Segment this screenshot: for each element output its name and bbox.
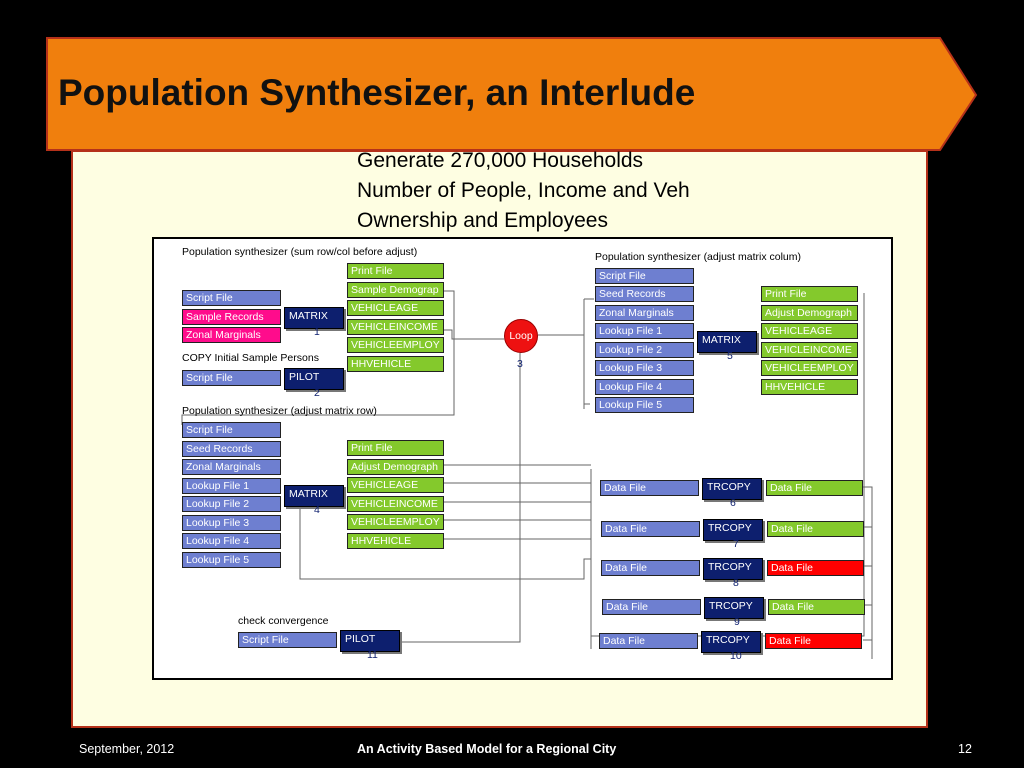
group5-output-hhvehicle[interactable]: HHVEHICLE bbox=[761, 379, 858, 395]
group5-input-lookup-file-1[interactable]: Lookup File 1 bbox=[595, 323, 694, 339]
group5-input-lookup-file-3[interactable]: Lookup File 3 bbox=[595, 360, 694, 376]
group1-output-vehicleage[interactable]: VEHICLEAGE bbox=[347, 300, 444, 316]
group4-input-lookup-file-2[interactable]: Lookup File 2 bbox=[182, 496, 281, 512]
group4-output-hhvehicle[interactable]: HHVEHICLE bbox=[347, 533, 444, 549]
trcopy-module-10-number: 10 bbox=[730, 650, 742, 662]
trcopy-8-input-data-file[interactable]: Data File bbox=[601, 560, 700, 576]
group4-input-lookup-file-3[interactable]: Lookup File 3 bbox=[182, 515, 281, 531]
group5-output-vehicleage[interactable]: VEHICLEAGE bbox=[761, 323, 858, 339]
group5-input-zonal-marginals[interactable]: Zonal Marginals bbox=[595, 305, 694, 321]
group4-input-zonal-marginals[interactable]: Zonal Marginals bbox=[182, 459, 281, 475]
trcopy-6-input-data-file[interactable]: Data File bbox=[600, 480, 699, 496]
footer-page-number: 12 bbox=[958, 742, 972, 756]
group4-output-vehicleincome[interactable]: VEHICLEINCOME bbox=[347, 496, 444, 512]
matrix-module-1-number: 1 bbox=[314, 326, 320, 338]
group5-output-vehicleincome[interactable]: VEHICLEINCOME bbox=[761, 342, 858, 358]
trcopy-module-9[interactable]: TRCOPY bbox=[704, 597, 764, 619]
group4-input-seed-records[interactable]: Seed Records bbox=[182, 441, 281, 457]
pilot-module-2[interactable]: PILOT bbox=[284, 368, 344, 390]
trcopy-7-input-data-file[interactable]: Data File bbox=[601, 521, 700, 537]
trcopy-10-output-data-file[interactable]: Data File bbox=[765, 633, 862, 649]
group1-output-print-file[interactable]: Print File bbox=[347, 263, 444, 279]
group1-input-zonal-marginals[interactable]: Zonal Marginals bbox=[182, 327, 281, 343]
trcopy-9-input-data-file[interactable]: Data File bbox=[602, 599, 701, 615]
group4-output-vehicleage[interactable]: VEHICLEAGE bbox=[347, 477, 444, 493]
group4-input-lookup-file-1[interactable]: Lookup File 1 bbox=[182, 478, 281, 494]
group5-output-print-file[interactable]: Print File bbox=[761, 286, 858, 302]
connector-lines bbox=[181, 290, 873, 659]
group5-heading: Population synthesizer (adjust matrix co… bbox=[595, 251, 802, 263]
trcopy-module-8[interactable]: TRCOPY bbox=[703, 558, 763, 580]
workflow-diagram: Population synthesizer (sum row/col befo… bbox=[152, 237, 893, 680]
group11-heading: check convergence bbox=[238, 615, 329, 627]
matrix-module-1[interactable]: MATRIX bbox=[284, 307, 344, 329]
trcopy-module-6[interactable]: TRCOPY bbox=[702, 478, 762, 500]
group1-input-script-file[interactable]: Script File bbox=[182, 290, 281, 306]
group5-input-lookup-file-2[interactable]: Lookup File 2 bbox=[595, 342, 694, 358]
group1-output-sample-demograp[interactable]: Sample Demograp bbox=[347, 282, 444, 298]
matrix-module-5[interactable]: MATRIX bbox=[697, 331, 757, 353]
group4-output-adjust-demograph[interactable]: Adjust Demograph bbox=[347, 459, 444, 475]
loop-node-number: 3 bbox=[517, 358, 523, 370]
group4-input-lookup-file-5[interactable]: Lookup File 5 bbox=[182, 552, 281, 568]
group4-output-print-file[interactable]: Print File bbox=[347, 440, 444, 456]
group4-output-vehicleemploy[interactable]: VEHICLEEMPLOY bbox=[347, 514, 444, 530]
group1-output-hhvehicle[interactable]: HHVEHICLE bbox=[347, 356, 444, 372]
slide-subtitle: Generate 270,000 Households Number of Pe… bbox=[357, 149, 690, 232]
pilot-module-11-number: 11 bbox=[367, 649, 378, 661]
footer-title: An Activity Based Model for a Regional C… bbox=[357, 742, 617, 756]
trcopy-8-output-data-file[interactable]: Data File bbox=[767, 560, 864, 576]
loop-node[interactable]: Loop bbox=[504, 319, 538, 353]
group11-input-script-file[interactable]: Script File bbox=[238, 632, 337, 648]
matrix-module-4[interactable]: MATRIX bbox=[284, 485, 344, 507]
trcopy-module-7[interactable]: TRCOPY bbox=[703, 519, 763, 541]
trcopy-6-output-data-file[interactable]: Data File bbox=[766, 480, 863, 496]
group5-output-adjust-demograph[interactable]: Adjust Demograph bbox=[761, 305, 858, 321]
group4-input-script-file[interactable]: Script File bbox=[182, 422, 281, 438]
trcopy-10-input-data-file[interactable]: Data File bbox=[599, 633, 698, 649]
group5-output-vehicleemploy[interactable]: VEHICLEEMPLOY bbox=[761, 360, 858, 376]
group1-output-vehicleincome[interactable]: VEHICLEINCOME bbox=[347, 319, 444, 335]
trcopy-7-output-data-file[interactable]: Data File bbox=[767, 521, 864, 537]
group5-input-script-file[interactable]: Script File bbox=[595, 268, 694, 284]
trcopy-module-8-number: 8 bbox=[733, 577, 739, 589]
group4-heading: Population synthesizer (adjust matrix ro… bbox=[182, 405, 377, 417]
slide-title: Population Synthesizer, an Interlude bbox=[58, 72, 696, 113]
trcopy-module-10[interactable]: TRCOPY bbox=[701, 631, 761, 653]
footer-date: September, 2012 bbox=[79, 742, 175, 756]
group5-input-lookup-file-4[interactable]: Lookup File 4 bbox=[595, 379, 694, 395]
pilot-module-11[interactable]: PILOT bbox=[340, 630, 400, 652]
title-banner bbox=[46, 37, 978, 151]
group1-output-vehicleemploy[interactable]: VEHICLEEMPLOY bbox=[347, 337, 444, 353]
trcopy-module-9-number: 9 bbox=[734, 616, 740, 628]
trcopy-module-6-number: 6 bbox=[730, 497, 736, 509]
group4-input-lookup-file-4[interactable]: Lookup File 4 bbox=[182, 533, 281, 549]
matrix-module-5-number: 5 bbox=[727, 350, 733, 362]
pilot-module-2-number: 2 bbox=[314, 387, 320, 399]
group1-input-sample-records[interactable]: Sample Records bbox=[182, 309, 281, 325]
group5-input-seed-records[interactable]: Seed Records bbox=[595, 286, 694, 302]
trcopy-module-7-number: 7 bbox=[733, 538, 739, 550]
matrix-module-4-number: 4 bbox=[314, 504, 320, 516]
group2-heading: COPY Initial Sample Persons bbox=[182, 352, 319, 364]
group1-heading: Population synthesizer (sum row/col befo… bbox=[182, 246, 418, 258]
group5-input-lookup-file-5[interactable]: Lookup File 5 bbox=[595, 397, 694, 413]
trcopy-9-output-data-file[interactable]: Data File bbox=[768, 599, 865, 615]
group2-input-script-file[interactable]: Script File bbox=[182, 370, 281, 386]
